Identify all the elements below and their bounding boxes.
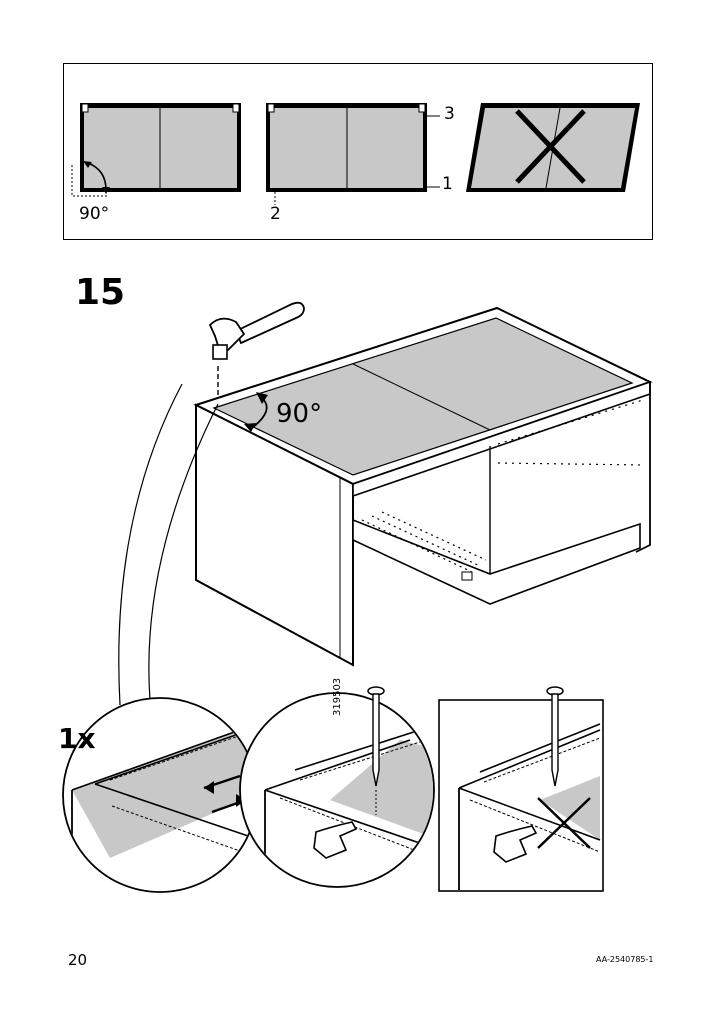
panel-callout-view [266,103,440,205]
document-code: AA-2540785-1 [596,955,654,964]
top-angle-label: 90° [79,204,110,224]
detail-box-wrong-nailing [438,686,604,892]
step-number: 15 [75,272,126,313]
cabinet-frame [193,306,653,667]
hammer-icon [208,301,305,408]
panel-skewed-wrong-view [466,103,640,192]
detail-circle-nailing [239,686,435,888]
detail-circle-alignment [62,697,258,893]
squaring-instruction-frame [63,63,653,240]
nail-article-number: 319503 [332,677,343,716]
callout-2: 2 [270,204,281,224]
panel-square-view [71,103,241,197]
callout-3: 3 [444,104,455,124]
quantity-label: 1x [58,722,96,755]
callout-1: 1 [442,174,453,194]
cabinet-angle-label: 90° [276,399,323,429]
page-number: 20 [68,951,88,969]
